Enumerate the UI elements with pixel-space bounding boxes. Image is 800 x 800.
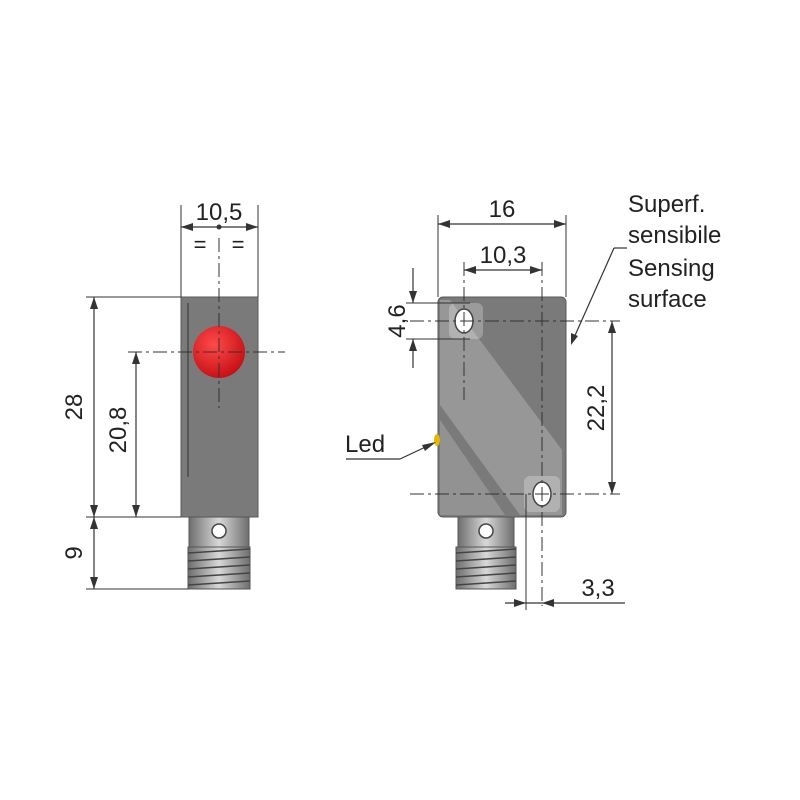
- height-label: 28: [61, 394, 88, 421]
- sensing-label-en-line2: surface: [628, 286, 707, 313]
- side-view-connector: [187, 516, 251, 590]
- led-label: Led: [345, 431, 385, 458]
- equal-sign-left: =: [194, 232, 207, 257]
- side-led-icon: [434, 434, 440, 446]
- led-height-label: 20,8: [105, 407, 132, 454]
- front-width-label: 16: [489, 196, 516, 223]
- sensing-label-it-line2: sensibile: [628, 222, 721, 249]
- hole-height-label: 4,6: [384, 304, 411, 337]
- hole-spacing-label: 10,3: [480, 242, 527, 269]
- side-width-label: 10,5: [196, 199, 243, 226]
- front-view: 16 10,3 4,6 22,2 3,3 Led Super: [345, 191, 721, 610]
- sensing-label-en-line1: Sensing: [628, 255, 715, 282]
- vertical-spacing-label: 22,2: [583, 385, 610, 432]
- front-view-reflection: [440, 300, 562, 515]
- sensing-label-it-line1: Superf.: [628, 191, 705, 218]
- connector-label: 9: [61, 546, 88, 559]
- equal-sign-right: =: [232, 232, 245, 257]
- side-view: 10,5 = = 28 20,8 9: [61, 199, 285, 590]
- front-view-connector: [455, 516, 517, 590]
- offset-label: 3,3: [581, 575, 614, 602]
